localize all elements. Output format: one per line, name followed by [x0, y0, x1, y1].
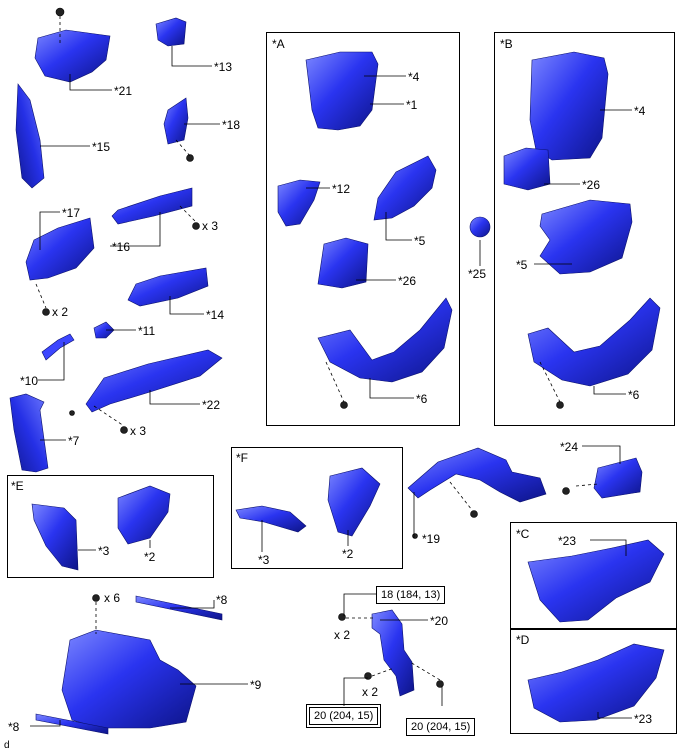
group-d-label: *D: [516, 633, 530, 647]
part-b-4: [529, 51, 609, 161]
part-a-12: [277, 179, 321, 227]
callout-16-qty: x 3: [202, 219, 219, 233]
callout-21: *21: [114, 84, 133, 98]
callout-c-23: *23: [558, 534, 577, 548]
part-f-3: [235, 505, 307, 533]
callout-20: *20: [430, 614, 449, 628]
part-e-3: [31, 503, 79, 571]
group-b-label: *B: [500, 37, 513, 51]
part-d-23: [527, 643, 665, 723]
torque-spec-20-right: 20 (204, 15): [406, 718, 476, 736]
group-f-label: *F: [236, 451, 248, 465]
part-19-frame: [407, 447, 547, 503]
callout-f-2: *2: [342, 547, 354, 561]
callout-a-26: *26: [398, 274, 417, 288]
part-8-bottom: [35, 713, 109, 735]
callout-18: *18: [222, 118, 241, 132]
callout-7: *7: [68, 434, 80, 448]
group-c-box: [510, 522, 677, 630]
group-d-box: [510, 628, 677, 734]
callout-20-qty-bottom: x 2: [362, 685, 379, 699]
callout-a-6: *6: [416, 392, 428, 406]
callout-e-3: *3: [98, 544, 110, 558]
part-16: [111, 187, 193, 225]
part-f-2: [327, 467, 381, 537]
part-a-4: [305, 51, 379, 131]
part-b-5: [539, 199, 633, 275]
callout-17: *17: [62, 206, 81, 220]
callout-20-qty-top: x 2: [334, 628, 351, 642]
callout-f-3: *3: [258, 553, 270, 567]
part-24: [593, 457, 643, 499]
part-18: [163, 97, 189, 145]
callout-19: *19: [422, 532, 441, 546]
part-10: [41, 333, 75, 361]
group-a-label: *A: [272, 37, 285, 51]
corner-mark: d: [4, 740, 10, 751]
callout-a-1: *1: [406, 98, 418, 112]
callout-24: *24: [560, 440, 579, 454]
part-c-23: [527, 539, 665, 623]
part-15: [15, 83, 45, 189]
callout-14: *14: [206, 308, 225, 322]
part-7: [9, 393, 49, 473]
part-a-5: [373, 155, 437, 221]
callout-b-4: *4: [634, 104, 646, 118]
torque-spec-18: 18 (184, 13): [376, 586, 446, 604]
callout-13: *13: [214, 60, 233, 74]
callout-b-26: *26: [582, 178, 601, 192]
part-21: [34, 29, 111, 83]
part-9: [61, 629, 197, 729]
callout-a-12: *12: [332, 182, 351, 196]
part-25: [469, 216, 491, 238]
group-e-label: *E: [11, 479, 24, 493]
callout-17-qty: x 2: [52, 305, 69, 319]
group-a-box: [266, 32, 460, 426]
part-b-26: [503, 147, 551, 191]
callout-10: *10: [20, 374, 39, 388]
part-17: [25, 217, 95, 281]
group-f-box: [231, 447, 403, 569]
callout-22: *22: [202, 398, 221, 412]
group-c-label: *C: [516, 527, 530, 541]
callout-25: *25: [468, 267, 487, 281]
part-13: [155, 17, 187, 47]
part-14: [127, 267, 209, 307]
callout-d-23: *23: [634, 712, 653, 726]
group-e-box: [7, 475, 214, 578]
callout-9: *9: [250, 678, 262, 692]
part-a-26: [317, 237, 369, 289]
callout-b-5: *5: [516, 258, 528, 272]
part-20: [371, 609, 415, 697]
callout-9-qty: x 6: [104, 591, 121, 605]
torque-spec-20-left-text: 20 (204, 15): [309, 707, 379, 725]
part-e-2: [117, 485, 171, 545]
part-b-6: [527, 297, 661, 387]
callout-a-4: *4: [408, 70, 420, 84]
part-22: [85, 349, 223, 413]
fasteners: [42, 154, 570, 688]
callout-a-5: *5: [414, 234, 426, 248]
torque-spec-20-left: 20 (204, 15): [306, 704, 382, 728]
callout-8-top: *8: [216, 593, 228, 607]
callout-15: *15: [92, 140, 111, 154]
part-a-6: [317, 297, 453, 383]
callout-8-bottom: *8: [8, 720, 20, 734]
screw-21: [55, 7, 65, 17]
callout-11: *11: [138, 324, 156, 338]
callout-b-6: *6: [628, 388, 640, 402]
group-b-box: [494, 32, 675, 426]
callout-22-qty: x 3: [130, 424, 147, 438]
part-11: [93, 321, 115, 339]
callout-e-2: *2: [144, 550, 156, 564]
leader-lines: [30, 46, 632, 727]
callout-16: *16: [112, 240, 131, 254]
parts: [9, 7, 665, 735]
dashed-lines: [35, 16, 599, 681]
